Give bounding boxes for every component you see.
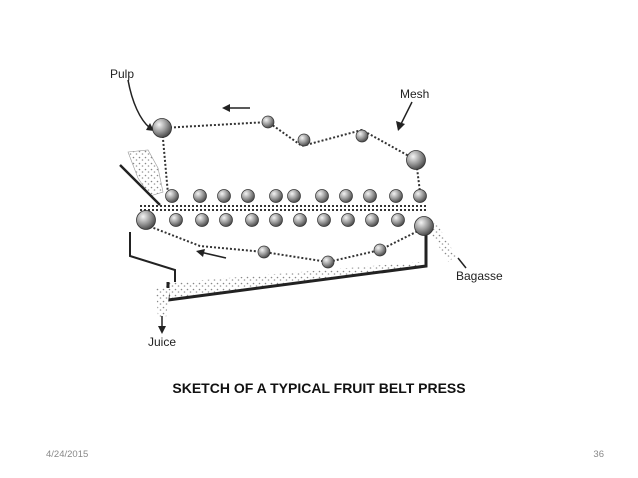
lower-belt-return [145, 224, 425, 264]
press-roller [245, 213, 259, 227]
roller-upper-return [297, 133, 311, 147]
press-roller [363, 189, 377, 203]
bagasse-stream [428, 222, 456, 262]
press-roller [241, 189, 255, 203]
pulp-pile [127, 149, 164, 197]
press-rollers-lower [169, 213, 405, 227]
upper-belt-return [161, 120, 421, 193]
roller-lower-return [373, 243, 387, 257]
roller-lower-return [257, 245, 271, 259]
label-pulp: Pulp [110, 67, 134, 81]
mesh-arrow [396, 101, 413, 131]
roller-lower-return [321, 255, 335, 269]
press-roller [269, 189, 283, 203]
roller-large-bottom-right [414, 216, 434, 236]
label-mesh: Mesh [400, 87, 429, 101]
pulp-chute [119, 164, 161, 206]
press-roller [315, 189, 329, 203]
press-roller [217, 189, 231, 203]
press-roller [317, 213, 331, 227]
roller-upper-return [355, 129, 369, 143]
press-roller [269, 213, 283, 227]
label-bagasse: Bagasse [456, 269, 503, 283]
label-juice: Juice [148, 335, 176, 349]
press-roller [193, 189, 207, 203]
diagram-caption: SKETCH OF A TYPICAL FRUIT BELT PRESS [172, 380, 466, 396]
direction-arrow-top [222, 104, 250, 112]
roller-large-bottom-left [136, 210, 156, 230]
press-roller [413, 189, 427, 203]
press-roller [287, 189, 301, 203]
roller-upper-return [261, 115, 275, 129]
direction-arrow-bottom [196, 249, 227, 259]
press-roller [195, 213, 209, 227]
press-roller [165, 189, 179, 203]
press-roller [219, 213, 233, 227]
footer-date: 4/24/2015 [46, 449, 89, 460]
press-roller [389, 189, 403, 203]
press-roller [341, 213, 355, 227]
press-roller [169, 213, 183, 227]
roller-large-top-right [406, 150, 426, 170]
upper-belt-left [161, 127, 169, 195]
juice-stream [156, 288, 170, 318]
press-roller [391, 213, 405, 227]
footer-page-number: 36 [593, 449, 604, 460]
press-rollers-upper [165, 189, 427, 203]
press-roller [293, 213, 307, 227]
juice-tray [129, 232, 176, 282]
juice-tray-fill [160, 262, 420, 300]
pulp-arrow [127, 79, 154, 131]
bagasse-arrow [457, 257, 467, 269]
roller-large-top-left [152, 118, 172, 138]
press-roller [339, 189, 353, 203]
press-roller [365, 213, 379, 227]
juice-arrow [158, 316, 166, 334]
